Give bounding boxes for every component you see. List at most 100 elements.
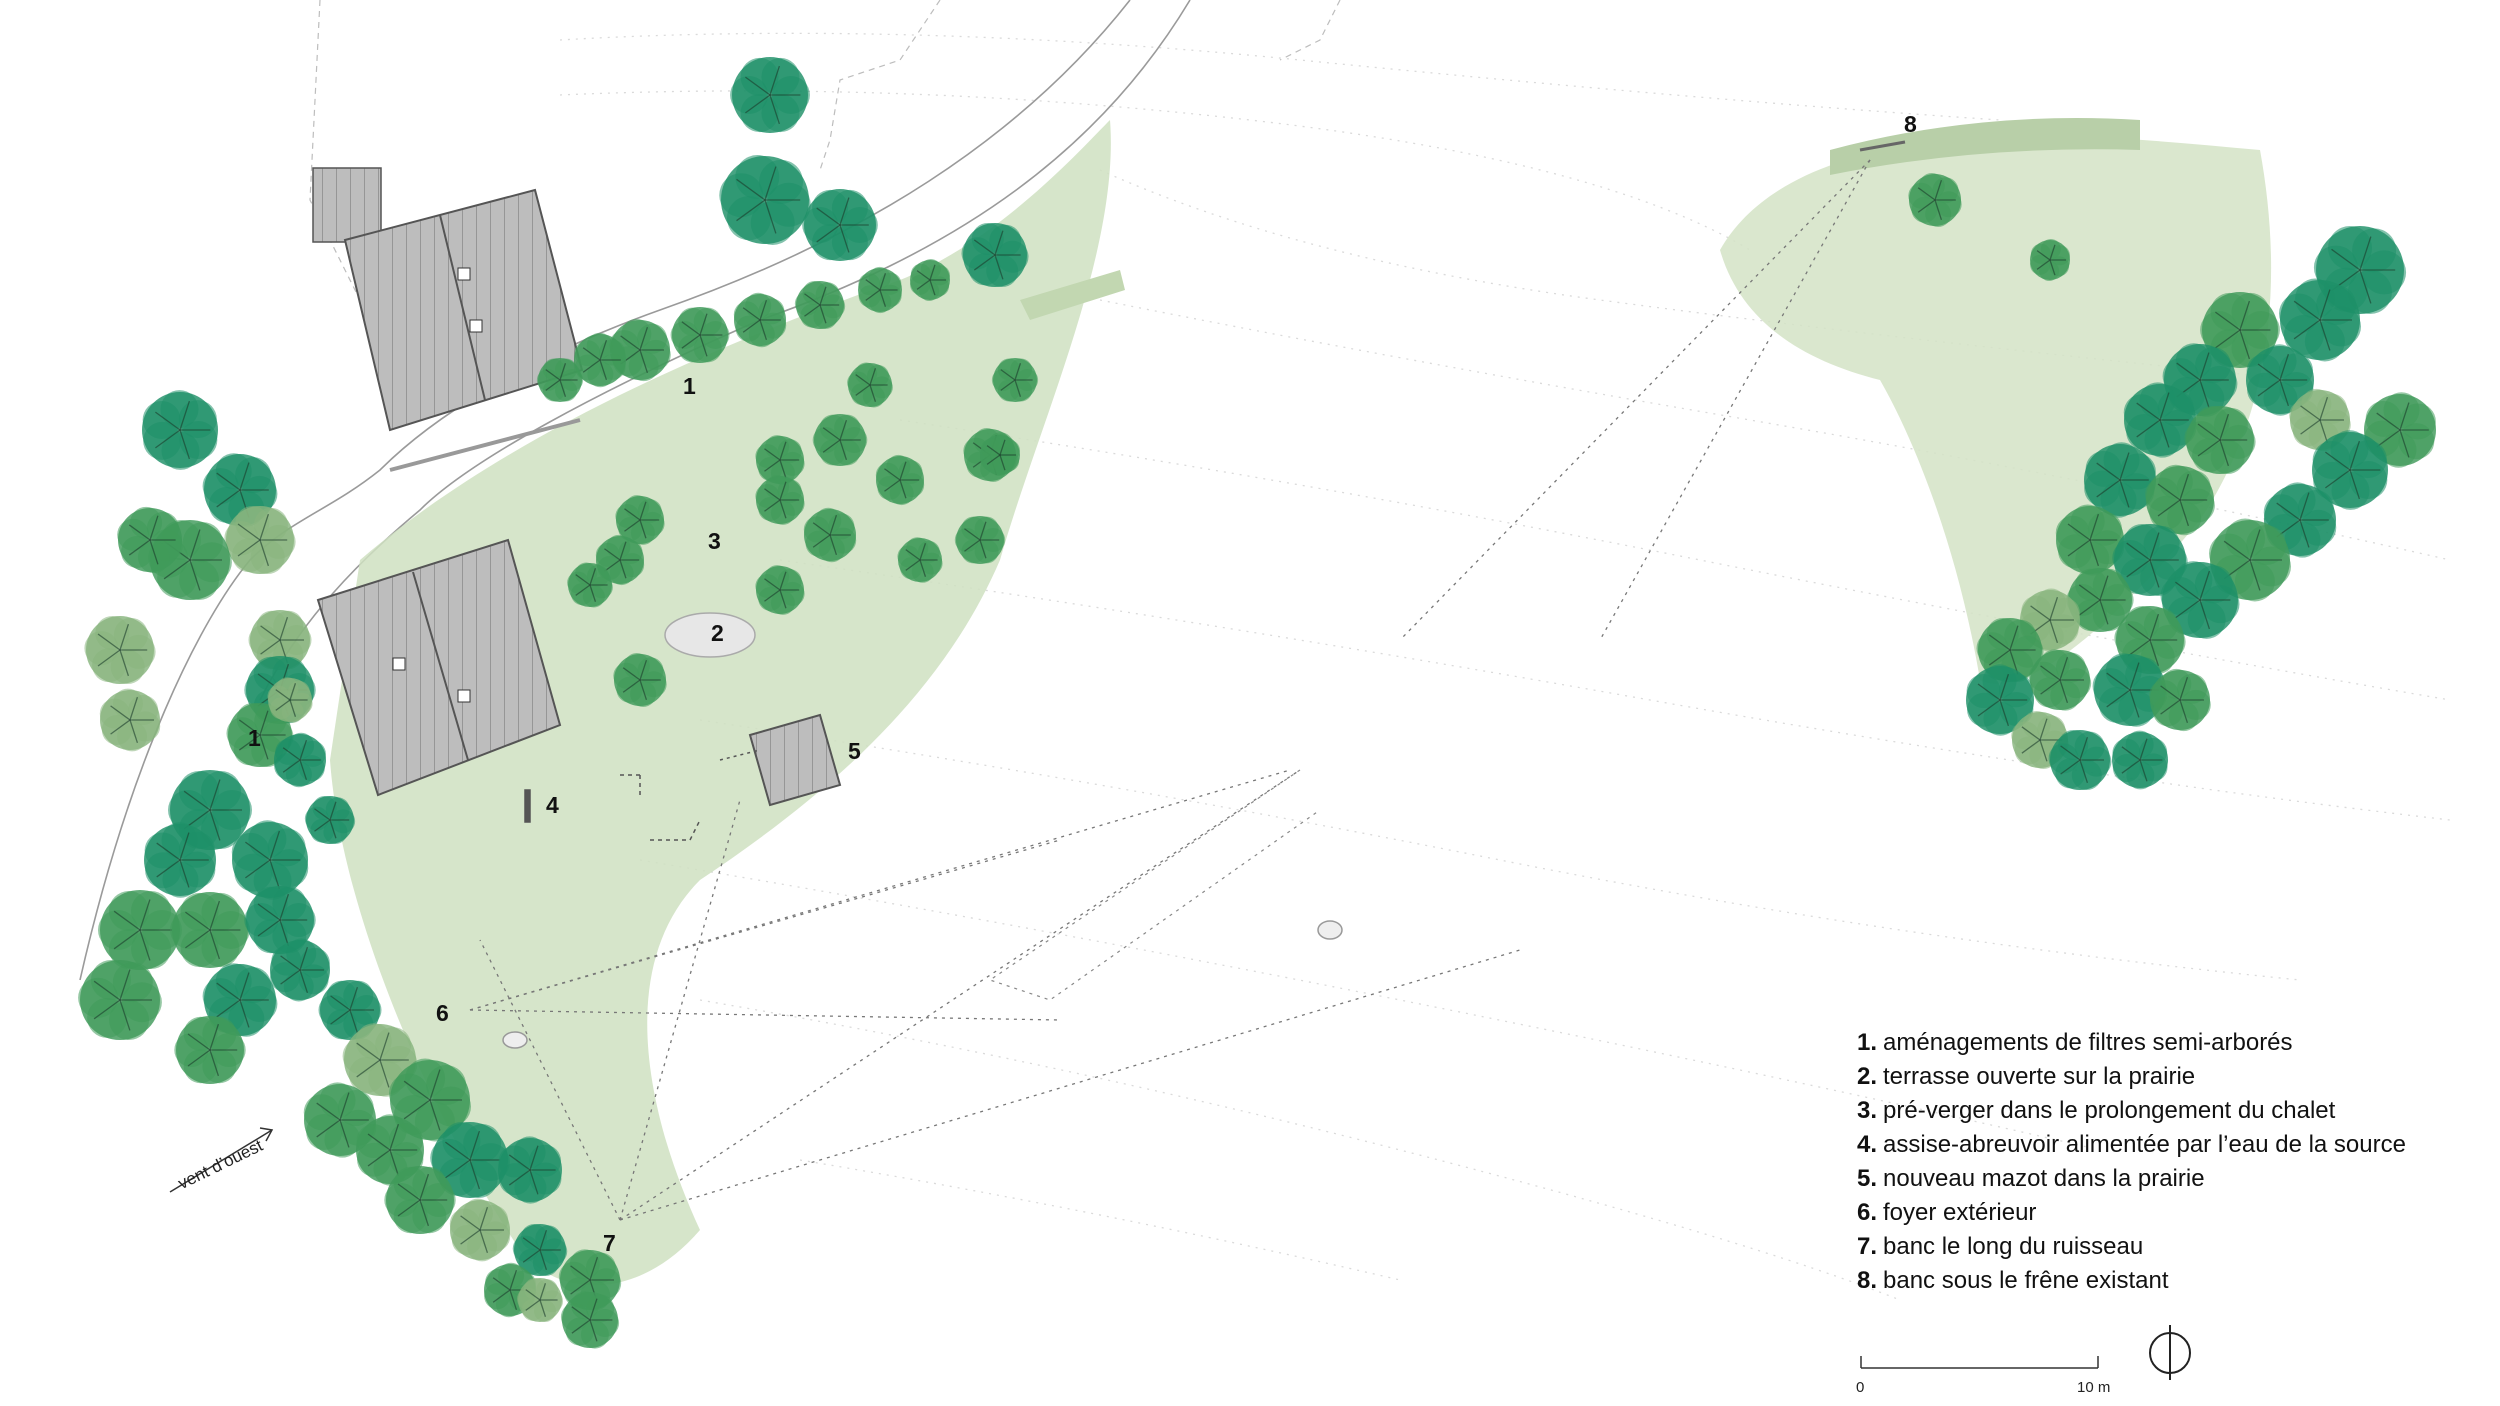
legend-item: 3.pré-verger dans le prolongement du cha… — [1857, 1094, 2406, 1128]
tree-canopy — [144, 822, 216, 898]
legend-item: 8.banc sous le frêne existant — [1857, 1264, 2406, 1298]
tree-canopy — [719, 155, 811, 245]
tree-canopy — [2278, 278, 2362, 362]
tree-canopy — [512, 1223, 568, 1277]
tree-canopy — [2289, 388, 2351, 452]
map-label-1-upper: 1 — [683, 373, 696, 399]
tree-canopy — [2123, 382, 2197, 458]
legend-number: 2. — [1857, 1063, 1878, 1090]
tree-canopy — [991, 358, 1039, 402]
map-label-6: 6 — [436, 1000, 449, 1026]
scale-bar — [1860, 1356, 2099, 1369]
legend-text: banc le long du ruisseau — [1883, 1233, 2144, 1260]
tree-canopy — [356, 1114, 424, 1186]
legend-number: 8. — [1857, 1267, 1878, 1294]
wind-arrow-icon — [169, 1127, 274, 1193]
map-label-5: 5 — [848, 738, 861, 764]
legend-item: 7.banc le long du ruisseau — [1857, 1230, 2406, 1264]
legend-text: terrasse ouverte sur la prairie — [1883, 1063, 2196, 1090]
tree-canopy — [2030, 239, 2070, 281]
legend-text: foyer extérieur — [1883, 1199, 2037, 1226]
tree-canopy — [670, 307, 730, 363]
legend-text: assise-abreuvoir alimentée par l’eau de … — [1883, 1131, 2406, 1158]
tree-canopy — [980, 434, 1020, 476]
tree-canopy — [961, 222, 1029, 288]
tree-canopy — [2028, 649, 2092, 711]
tree-canopy — [2048, 729, 2112, 791]
tree-canopy — [2084, 442, 2156, 518]
tree-canopy — [84, 615, 156, 685]
tree-canopy — [2145, 464, 2215, 536]
tree-canopy — [1908, 173, 1962, 227]
tree-canopy — [516, 1277, 564, 1323]
tree-canopy — [613, 653, 667, 707]
tree-canopy — [802, 189, 878, 261]
legend-number: 1. — [1857, 1029, 1878, 1056]
tree-canopy — [733, 292, 787, 348]
legend-text: banc sous le frêne existant — [1883, 1267, 2169, 1294]
legend-number: 6. — [1857, 1199, 1878, 1226]
legend-item: 1.aménagements de filtres semi-arborés — [1857, 1026, 2406, 1060]
tree-canopy — [2184, 405, 2256, 475]
map-label-3: 3 — [708, 528, 721, 554]
tree-canopy — [812, 414, 868, 466]
tree-canopy — [304, 795, 356, 845]
tree-canopy — [449, 1198, 511, 1262]
legend-text: aménagements de filtres semi-arborés — [1883, 1029, 2293, 1056]
tree-canopy — [2055, 504, 2125, 576]
legend-item: 2.terrasse ouverte sur la prairie — [1857, 1060, 2406, 1094]
tree-canopy — [170, 892, 250, 968]
tree-canopy — [224, 505, 296, 575]
paths — [309, 0, 1341, 301]
tree-canopy — [303, 1082, 377, 1158]
map-label-1-lower: 1 — [248, 725, 261, 751]
tree-canopy — [1966, 664, 2034, 736]
north-arrow-icon — [2149, 1325, 2191, 1380]
legend-number: 4. — [1857, 1131, 1878, 1158]
tree-canopy — [226, 702, 294, 768]
tree-canopy — [2066, 568, 2134, 632]
tree-canopy — [560, 1291, 620, 1349]
tree-canopy — [536, 358, 584, 402]
legend-number: 3. — [1857, 1097, 1878, 1124]
scale-start-label: 0 — [1856, 1379, 1865, 1396]
map-label-8: 8 — [1904, 111, 1917, 137]
tree-canopy — [803, 507, 857, 563]
structures — [389, 140, 1906, 1049]
tree-canopy — [270, 938, 330, 1002]
scale-end-label: 10 m — [2077, 1379, 2111, 1396]
tree-canopy — [730, 57, 810, 133]
tree-canopy — [2160, 561, 2240, 639]
map-label-7: 7 — [603, 1230, 616, 1256]
chalet-upper — [312, 167, 584, 432]
tree-canopy — [858, 266, 902, 314]
tree-canopy — [755, 475, 805, 525]
tree-canopy — [78, 959, 162, 1041]
tree-canopy — [231, 820, 309, 900]
view-lines — [469, 159, 1871, 1221]
map-label-2: 2 — [711, 620, 724, 646]
tree-canopy — [574, 332, 626, 388]
tree-canopy — [2313, 225, 2407, 315]
tree-canopy — [384, 1166, 456, 1234]
tree-canopy — [99, 688, 161, 752]
tree-canopy — [2092, 653, 2168, 727]
tree-canopy — [847, 362, 893, 408]
legend-item: 6.foyer extérieur — [1857, 1196, 2406, 1230]
legend-text: nouveau mazot dans la prairie — [1883, 1165, 2205, 1192]
tree-canopy — [615, 495, 665, 545]
road — [79, 0, 1191, 981]
legend-item: 5.nouveau mazot dans la prairie — [1857, 1162, 2406, 1196]
tree-canopy — [244, 886, 316, 954]
tree-canopy — [2112, 730, 2168, 790]
legend-number: 7. — [1857, 1233, 1878, 1260]
mazot — [748, 713, 842, 807]
legend-number: 5. — [1857, 1165, 1878, 1192]
tree-canopy — [755, 565, 805, 615]
tree-canopy — [875, 454, 925, 506]
trees — [78, 57, 2436, 1349]
tree-canopy — [142, 390, 218, 470]
tree-canopy — [117, 506, 183, 574]
legend: 1.aménagements de filtres semi-arborés 2… — [1857, 1026, 2406, 1298]
